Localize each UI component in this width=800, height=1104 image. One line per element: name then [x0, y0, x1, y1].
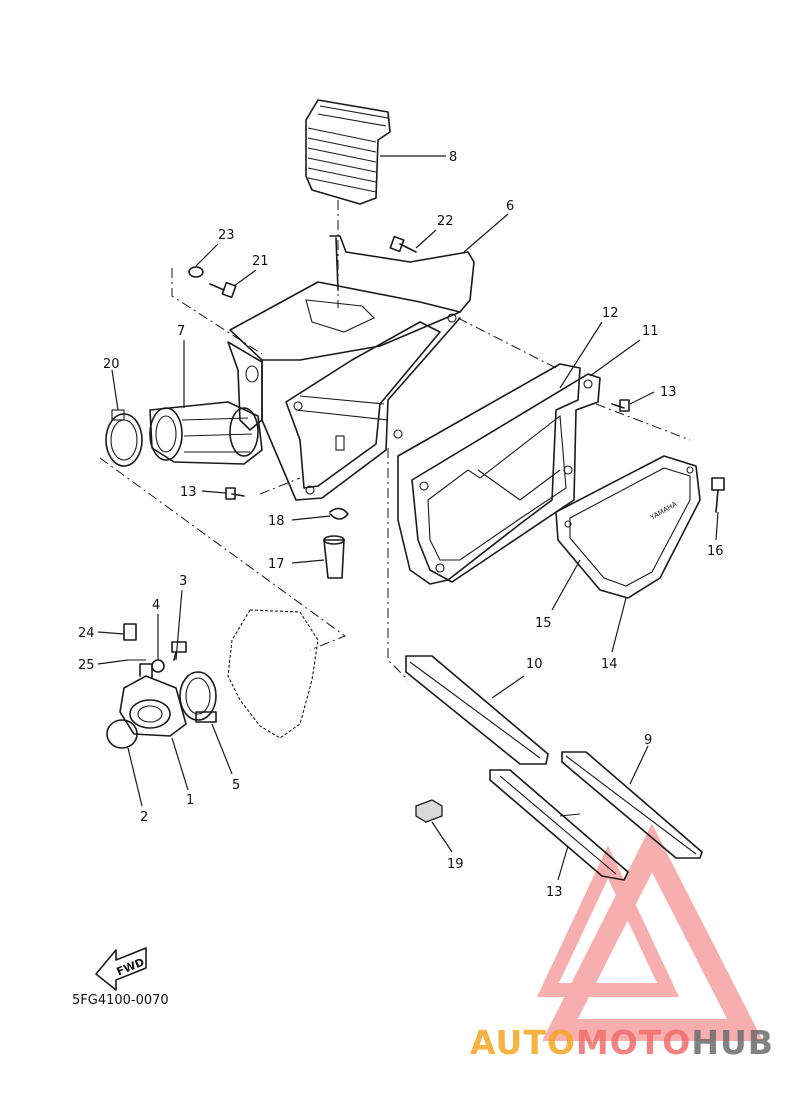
watermark-moto: MOTO	[576, 1023, 691, 1062]
callout-10: 10	[526, 657, 543, 672]
svg-text:AUTOMOTOHUB: AUTOMOTOHUB	[470, 1023, 774, 1062]
callout-14: 13	[546, 885, 563, 900]
callout-6: 6	[506, 199, 514, 214]
callout-25: 24	[78, 626, 95, 641]
callout-9: 9	[644, 733, 652, 748]
watermark-logo	[536, 823, 763, 1041]
diagram-code: 5FG4100-0070	[72, 993, 169, 1008]
part-10-filter-element	[405, 655, 549, 765]
callout-3: 3	[179, 574, 187, 589]
callout-20: 19	[447, 857, 464, 872]
part-21-hose-clamp	[105, 409, 143, 467]
callout-8: 8	[449, 150, 457, 165]
callout-23: 22	[437, 214, 454, 229]
callout-11: 11	[642, 324, 659, 339]
fwd-direction-arrow: FWD	[95, 947, 147, 991]
part-8-rubber-boot	[305, 99, 391, 205]
callout-15: 14	[601, 657, 618, 672]
callout-7: 7	[177, 324, 185, 339]
part-5-band	[179, 671, 217, 723]
watermark-hub: HUB	[691, 1023, 774, 1062]
part-12-gasket	[397, 363, 581, 585]
carburetor-outline	[227, 609, 319, 739]
callout-4: 4	[152, 598, 160, 613]
part-11-frame	[411, 373, 601, 583]
part-14-filter-guide	[489, 769, 629, 881]
part-25-collar	[123, 623, 137, 641]
leader-lines	[97, 155, 719, 881]
callout-1: 1	[186, 793, 194, 808]
callout-17: 16	[707, 544, 724, 559]
callout-16: 15	[535, 616, 552, 631]
part-2-o-ring	[106, 719, 138, 749]
yamaha-brand-mark: YAMAHA	[648, 500, 679, 522]
callout-22: 21	[252, 254, 269, 269]
callout-19: 18	[268, 514, 285, 529]
callout-2: 2	[140, 810, 148, 825]
callout-13-lower: 13	[180, 485, 197, 500]
callout-5: 5	[232, 778, 240, 793]
watermark-auto: AUTO	[470, 1023, 576, 1062]
callout-18: 17	[268, 557, 285, 572]
part-4-washer	[151, 659, 165, 673]
callout-12: 12	[602, 306, 619, 321]
callout-24: 23	[218, 228, 235, 243]
callout-numbers: 8 6 22 23 21 7 20 13 18 17 12 11 13 16 1…	[78, 150, 724, 900]
part-6-air-box-case	[227, 235, 475, 501]
callout-26: 25	[78, 658, 95, 673]
watermark-text: AUTOMOTOHUB	[470, 1023, 774, 1062]
part-15-side-cover: YAMAHA	[555, 455, 701, 599]
part-3-screw	[171, 641, 187, 661]
part-7-intake-duct	[149, 401, 263, 465]
part-9-filter-element	[561, 751, 703, 859]
callout-21: 20	[103, 357, 120, 372]
part-1-carb-joint	[119, 663, 187, 737]
callout-13-right: 13	[660, 385, 677, 400]
fasteners	[188, 235, 725, 823]
